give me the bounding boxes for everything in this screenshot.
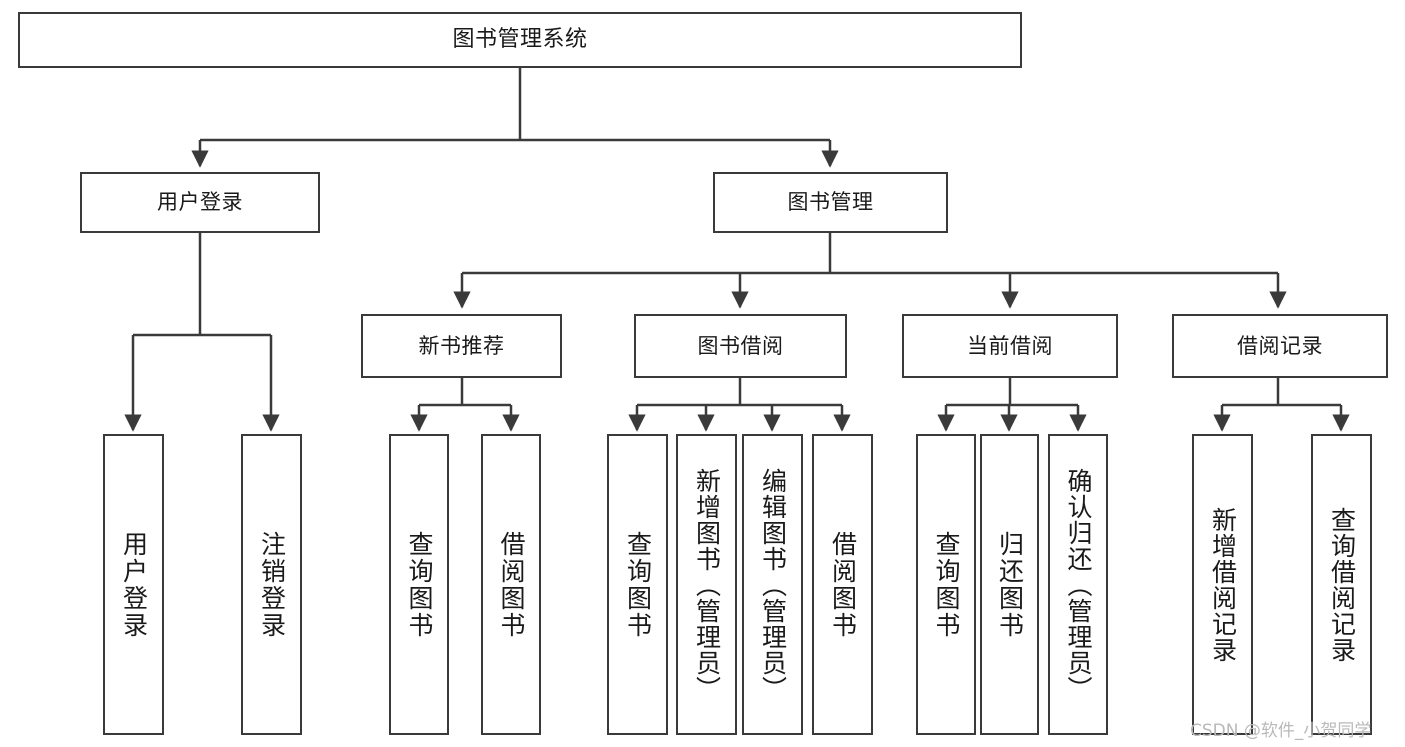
node-leaf-query-book-new[interactable]: 查询图书 bbox=[389, 434, 449, 735]
node-leaf-confirm-return-admin[interactable]: 确认归还（管理员） bbox=[1048, 434, 1108, 735]
node-user-login[interactable]: 用户登录 bbox=[80, 172, 320, 233]
node-leaf-return-book[interactable]: 归还图书 bbox=[980, 434, 1039, 735]
node-book-borrow[interactable]: 图书借阅 bbox=[634, 314, 847, 378]
node-label: 图书管理 bbox=[787, 190, 874, 214]
node-book-management[interactable]: 图书管理 bbox=[713, 172, 948, 233]
node-new-book-recommend[interactable]: 新书推荐 bbox=[361, 314, 562, 378]
node-leaf-borrow-book[interactable]: 借阅图书 bbox=[812, 434, 873, 735]
node-leaf-borrow-book-new[interactable]: 借阅图书 bbox=[481, 434, 541, 735]
node-label: 当前借阅 bbox=[967, 333, 1053, 358]
node-label: 图书管理系统 bbox=[452, 27, 588, 52]
watermark: CSDN @软件_小贺同学 bbox=[1190, 721, 1372, 741]
node-label: 借阅图书 bbox=[828, 530, 858, 639]
node-label: 用户登录 bbox=[157, 190, 243, 214]
node-leaf-add-borrow-record[interactable]: 新增借阅记录 bbox=[1192, 434, 1253, 735]
node-label: 新书推荐 bbox=[418, 333, 505, 358]
node-leaf-query-borrow-record[interactable]: 查询借阅记录 bbox=[1311, 434, 1372, 735]
node-leaf-edit-book-admin[interactable]: 编辑图书（管理员） bbox=[742, 434, 803, 735]
node-label: 图书借阅 bbox=[697, 333, 784, 358]
node-label: 借阅图书 bbox=[497, 530, 526, 639]
node-label: 用户登录 bbox=[119, 530, 149, 639]
node-borrow-record[interactable]: 借阅记录 bbox=[1172, 314, 1388, 378]
node-label: 确认归还（管理员） bbox=[1064, 467, 1093, 702]
node-label: 查询图书 bbox=[623, 530, 653, 639]
node-leaf-query-book-current[interactable]: 查询图书 bbox=[916, 434, 976, 735]
node-label: 查询图书 bbox=[932, 530, 961, 639]
node-label: 归还图书 bbox=[995, 530, 1025, 639]
node-label: 新增借阅记录 bbox=[1208, 506, 1238, 663]
node-label: 编辑图书（管理员） bbox=[758, 467, 788, 702]
node-label: 查询图书 bbox=[405, 530, 434, 639]
node-leaf-user-login[interactable]: 用户登录 bbox=[103, 434, 164, 735]
node-label: 新增图书（管理员） bbox=[692, 467, 722, 702]
node-label: 借阅记录 bbox=[1237, 333, 1323, 358]
node-label: 查询借阅记录 bbox=[1327, 506, 1357, 663]
node-current-borrow[interactable]: 当前借阅 bbox=[902, 314, 1118, 378]
node-label: 注销登录 bbox=[257, 530, 287, 639]
node-leaf-logout[interactable]: 注销登录 bbox=[241, 434, 302, 735]
node-leaf-add-book-admin[interactable]: 新增图书（管理员） bbox=[676, 434, 737, 735]
node-root-system[interactable]: 图书管理系统 bbox=[18, 12, 1022, 68]
node-leaf-query-book-borrow[interactable]: 查询图书 bbox=[607, 434, 668, 735]
